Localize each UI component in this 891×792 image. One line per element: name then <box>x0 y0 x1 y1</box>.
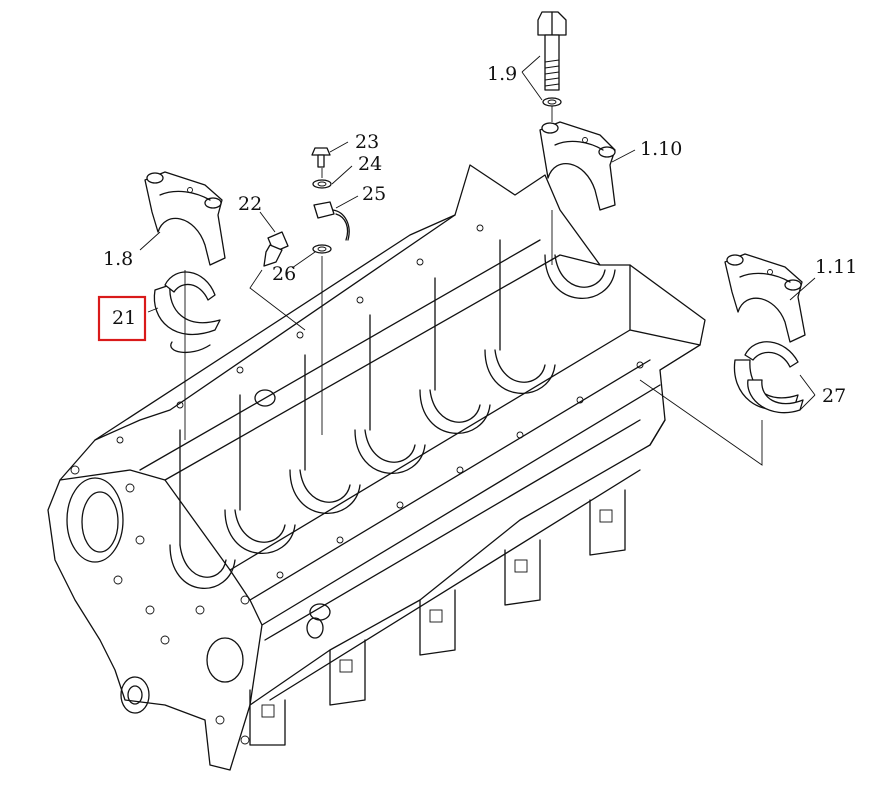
label-1-8: 1.8 <box>103 248 133 270</box>
label-23: 23 <box>355 131 379 153</box>
label-1-11: 1.11 <box>815 256 857 278</box>
rear-bearing-cap <box>144 171 226 266</box>
label-1-9: 1.9 <box>487 63 517 85</box>
label-1-10: 1.10 <box>640 138 682 160</box>
engine-block <box>47 164 706 771</box>
piston-cooling-nozzle-parts <box>263 147 350 267</box>
leader-lines <box>139 55 816 466</box>
callout-labels: 1.9 1.10 1.8 1.11 21 22 23 24 25 26 27 <box>103 63 857 407</box>
highlight-box-21 <box>97 295 147 342</box>
label-21: 21 <box>112 307 136 329</box>
bearing-shell-pair-21 <box>153 271 221 354</box>
front-bearing-cap <box>724 253 806 343</box>
label-24: 24 <box>358 153 382 175</box>
label-25: 25 <box>362 183 386 205</box>
label-22: 22 <box>238 193 262 215</box>
label-27: 27 <box>822 385 846 407</box>
main-bearing-cap <box>539 121 616 211</box>
label-26: 26 <box>272 263 296 285</box>
thrust-bearing-shells-27 <box>733 341 804 414</box>
main-bearing-bolt <box>537 11 567 107</box>
